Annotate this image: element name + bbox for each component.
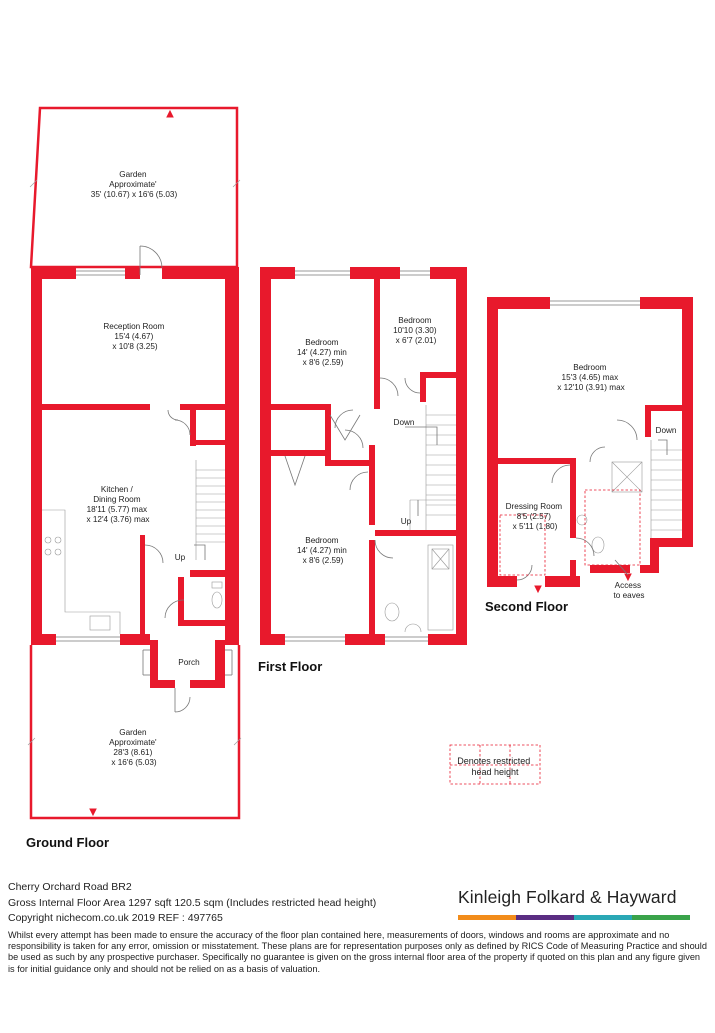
arrow-down-icon (89, 808, 97, 817)
brand-logo-text: Kinleigh Folkard & Hayward (458, 887, 677, 907)
restricted-area (584, 489, 641, 566)
brand-bar-teal (574, 915, 632, 920)
first-down-label: Down (394, 418, 415, 427)
first-up-label: Up (401, 517, 412, 526)
arrow-down-icon (534, 585, 542, 594)
brand-bar-green (632, 915, 690, 920)
brand-bar-purple (516, 915, 574, 920)
second-floor: Bedroom 15'3 (4.65) max x 12'10 (3.91) m… (485, 297, 693, 614)
brand-color-bar (458, 915, 690, 920)
svg-text:Denotes restricted head: Denotes restricted head height (457, 756, 533, 777)
reception-room-label: Reception Room 15'4 (4.67) x 10'8 (3.25) (103, 322, 166, 351)
porch-label: Porch (178, 658, 200, 667)
property-address: Cherry Orchard Road BR2 (8, 881, 132, 893)
rear-garden-label: Garden Approximate' 35' (10.67) x 16'6 (… (91, 170, 178, 199)
dressing-room-label: Dressing Room 8'5 (2.57) x 5'11 (1.80) (506, 502, 565, 531)
second-bedroom-label: Bedroom 15'3 (4.65) max x 12'10 (3.91) m… (557, 363, 625, 392)
first-floor-title: First Floor (258, 659, 322, 674)
ground-up-label: Up (175, 553, 186, 562)
front-garden-label: Garden Approximate' 28'3 (8.61) x 16'6 (… (109, 728, 159, 767)
restricted-legend: Denotes restricted head height (449, 744, 541, 785)
floor-area: Gross Internal Floor Area 1297 sqft 120.… (8, 897, 377, 909)
arrow-up-icon (166, 109, 174, 118)
disclaimer: Whilst every attempt has been made to en… (8, 930, 707, 974)
ground-floor: Garden Approximate' 35' (10.67) x 16'6 (… (26, 106, 242, 850)
brand-bar-orange (458, 915, 516, 920)
arrow-down-icon (624, 573, 632, 582)
second-floor-title: Second Floor (485, 599, 568, 614)
copyright: Copyright nichecom.co.uk 2019 REF : 4977… (8, 912, 223, 924)
second-down-label: Down (656, 426, 677, 435)
first-bedroom-3-label: Bedroom 14' (4.27) min x 8'6 (2.59) (297, 536, 349, 565)
kitchen-dining-label: Kitchen / Dining Room 18'11 (5.77) max x… (87, 485, 150, 524)
ground-floor-title: Ground Floor (26, 835, 109, 850)
restricted-area (499, 514, 546, 576)
first-floor: Bedroom 14' (4.27) min x 8'6 (2.59) Bedr… (258, 267, 467, 674)
first-bedroom-2-label: Bedroom 10'10 (3.30) x 6'7 (2.01) (393, 316, 439, 345)
first-bedroom-1-label: Bedroom 14' (4.27) min x 8'6 (2.59) (297, 338, 349, 367)
eaves-access-label: Access to eaves (614, 581, 645, 600)
